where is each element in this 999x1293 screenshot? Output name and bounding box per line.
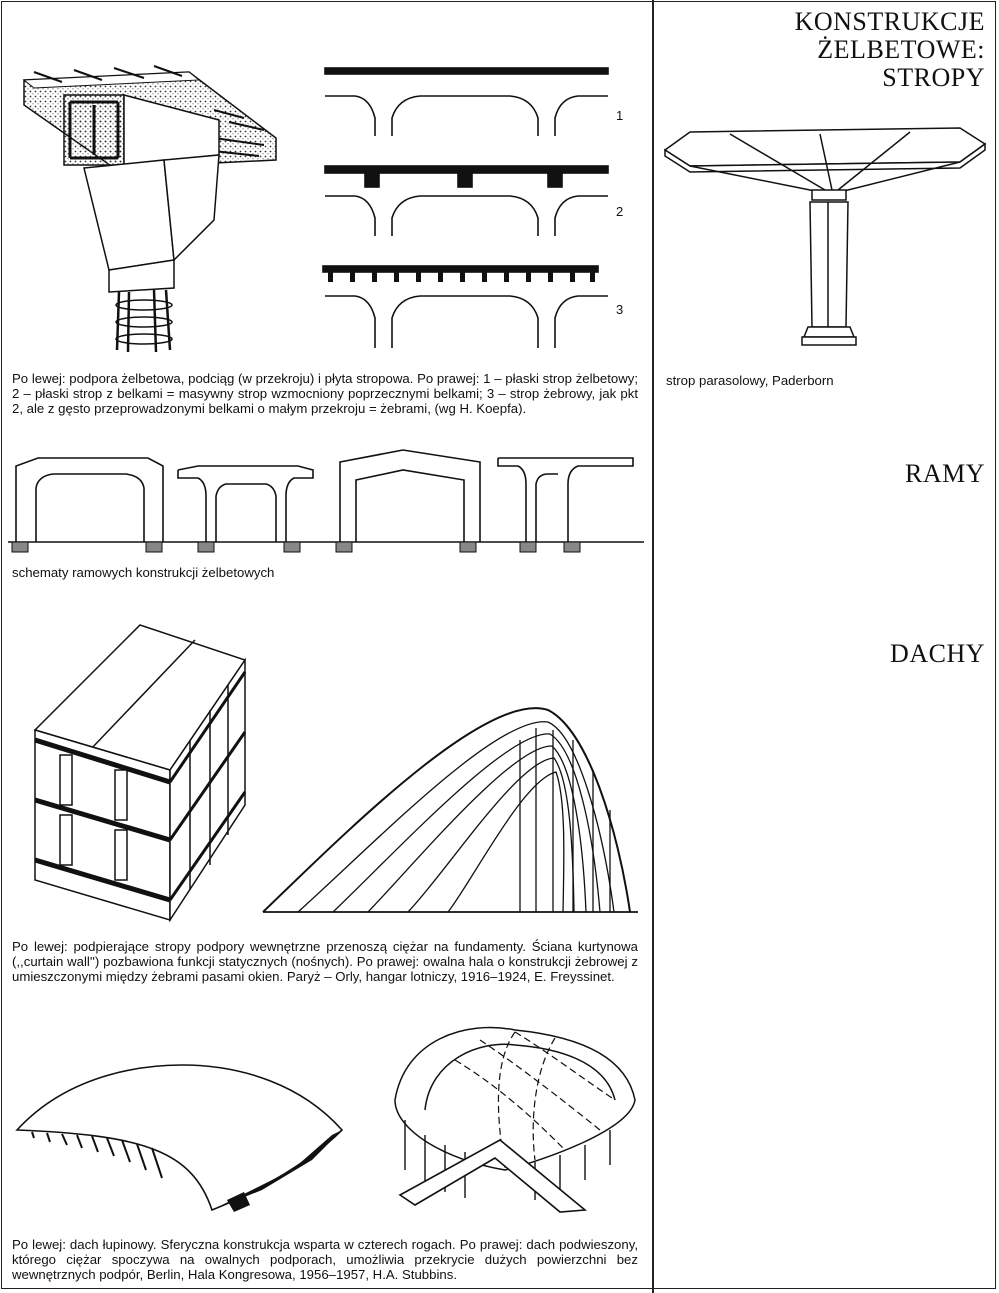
column-divider <box>652 0 654 1293</box>
column-beam-slab-drawing <box>22 65 277 353</box>
caption-stropy: Po lewej: podpora żelbetowa, podciąg (w … <box>12 371 638 416</box>
caption-ramy: schematy ramowych konstrukcji żelbetowyc… <box>12 565 275 580</box>
heading-ramy: RAMY <box>904 459 985 488</box>
caption-dachy: Po lewej: dach łupinowy. Sferyczna konst… <box>12 1237 638 1282</box>
parasol-slab-drawing <box>663 127 987 346</box>
heading-stropy: KONSTRUKCJE ŻELBETOWE: STROPY <box>685 8 985 92</box>
floor-label-1: 1 <box>616 108 623 123</box>
shell-roof-drawing <box>15 1064 344 1212</box>
curtain-wall-building-drawing <box>33 624 247 923</box>
heading-stropy-line3: STROPY <box>882 63 985 92</box>
heading-stropy-line1: KONSTRUKCJE <box>794 7 985 36</box>
heading-stropy-line2: ŻELBETOWE: <box>817 35 985 64</box>
heading-dachy: DACHY <box>890 639 985 668</box>
caption-hala: Po lewej: podpierające stropy podpory we… <box>12 939 638 984</box>
floor-label-3: 3 <box>616 302 623 317</box>
frame-schematics-drawing <box>8 449 644 553</box>
suspended-roof-drawing <box>394 1026 636 1213</box>
floor-label-2: 2 <box>616 204 623 219</box>
caption-parasol: strop parasolowy, Paderborn <box>666 373 834 388</box>
hangar-vault-drawing <box>262 707 638 913</box>
floor-sections-drawing: 1 2 3 <box>322 67 623 348</box>
